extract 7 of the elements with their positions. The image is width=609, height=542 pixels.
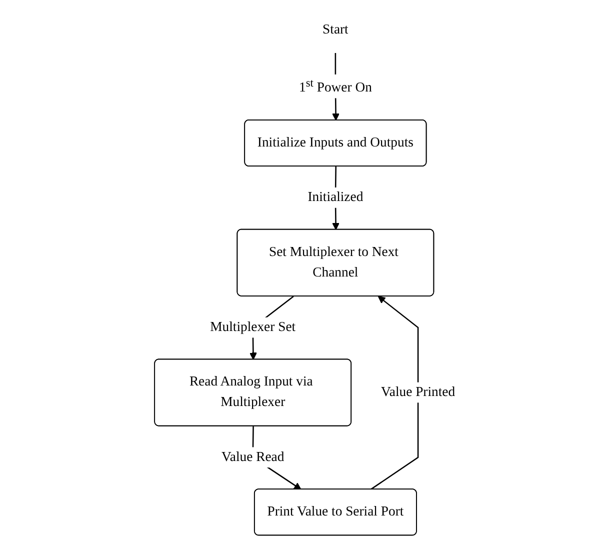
edge-label: Initialized [307,190,363,204]
edge-label: Value Printed [380,384,455,400]
edge-label: 1$^{st}$ Power On [298,76,372,96]
edge-label: Value Read [221,450,284,464]
node-text: Start [322,22,348,37]
arrow [370,296,418,490]
edge-label: Multiplexer Set [210,320,296,334]
